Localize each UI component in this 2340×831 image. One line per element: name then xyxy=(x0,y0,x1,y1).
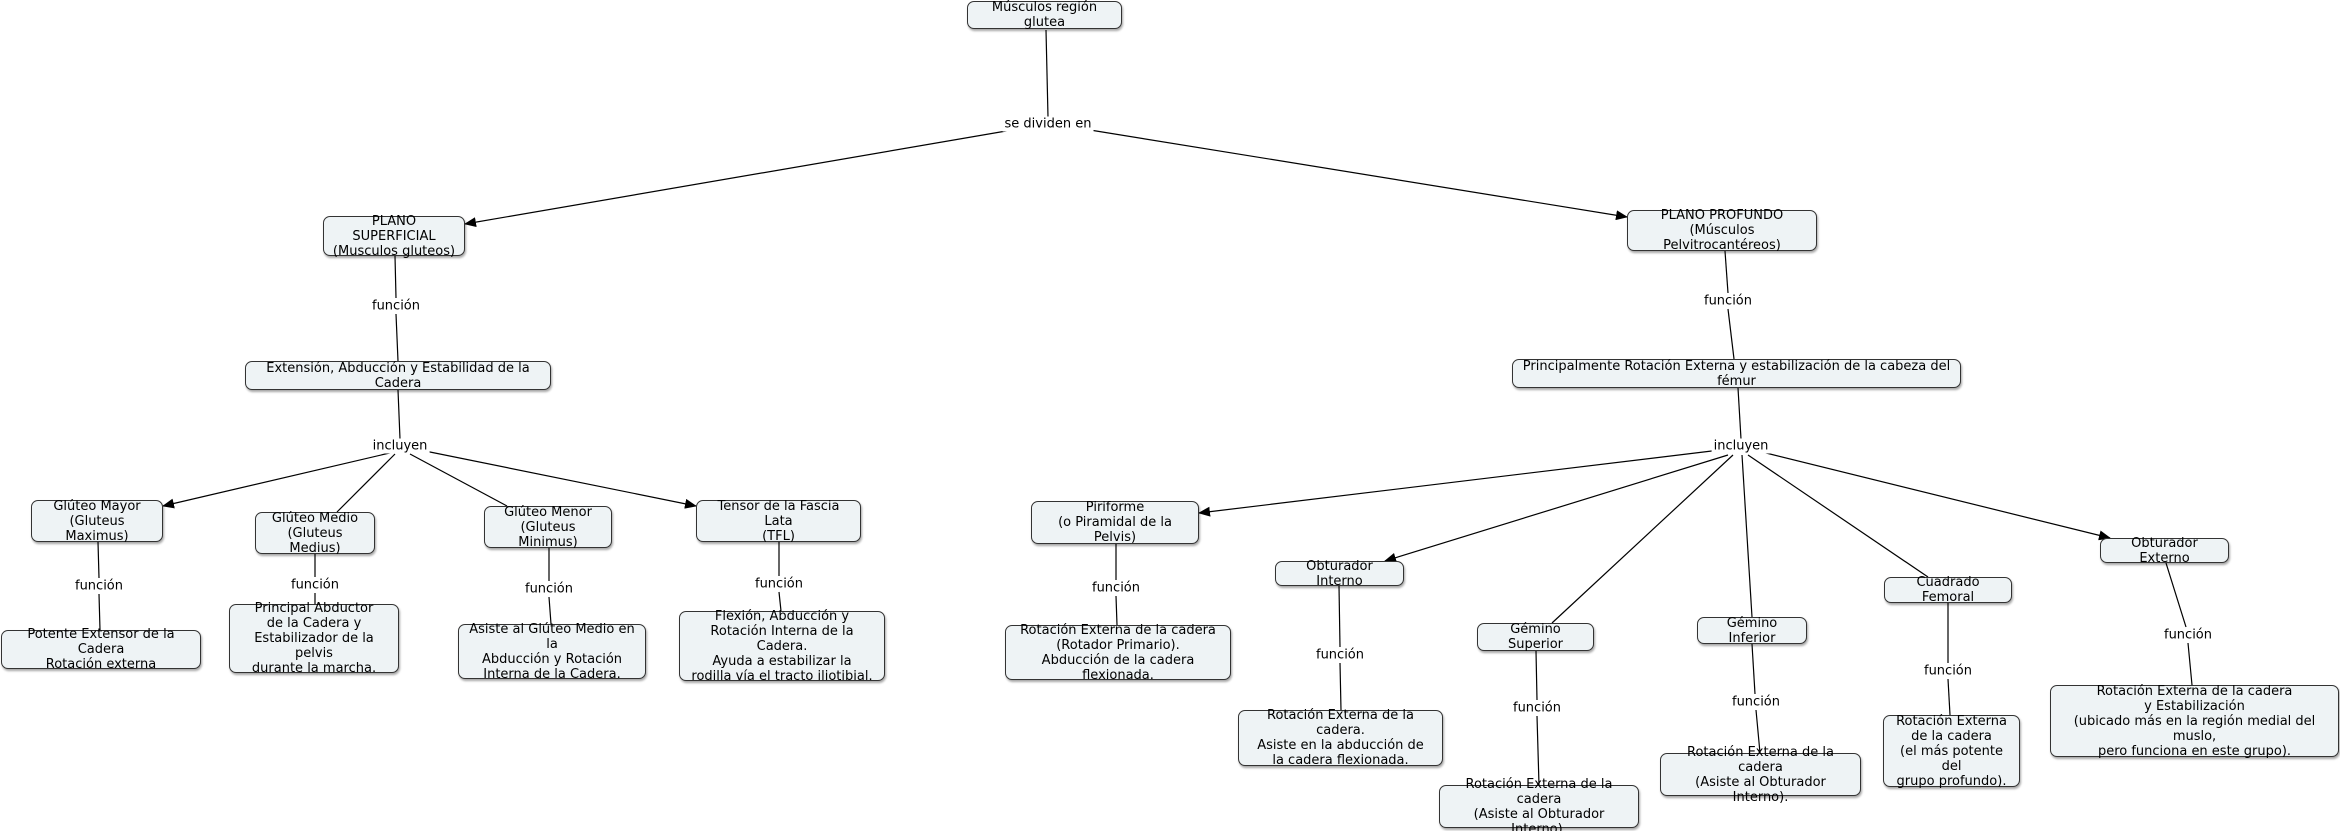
node-gemino-inferior-funcion[interactable]: Rotación Externa de la cadera (Asiste al… xyxy=(1660,745,1861,805)
node-gluteo-medio-funcion[interactable]: Principal Abductor de la Cadera y Estabi… xyxy=(229,601,399,676)
node-funcion-superficial[interactable]: Extensión, Abducción y Estabilidad de la… xyxy=(245,361,551,391)
edge-gluteomayor-funcion xyxy=(97,541,100,579)
edge-incluyen-cuadradofemoral xyxy=(1747,454,1929,578)
label-funcion-piriforme: función xyxy=(1089,580,1143,596)
edge-funcion-funcionprofundo xyxy=(1727,308,1735,360)
edge-obturadorexterno-funcion xyxy=(2165,562,2187,628)
edge-funcion-obturadorexternofn xyxy=(2187,642,2193,686)
edge-incluyen-geminoinferior xyxy=(1741,454,1753,618)
label-funcion-gluteo-medio: función xyxy=(288,577,342,593)
node-gluteo-mayor[interactable]: Glúteo Mayor (Gluteus Maximus) xyxy=(31,499,163,544)
node-obturador-externo-funcion[interactable]: Rotación Externa de la cadera y Estabili… xyxy=(2050,684,2339,759)
node-piriforme-funcion[interactable]: Rotación Externa de la cadera (Rotador P… xyxy=(1005,623,1231,683)
node-gemino-superior-funcion[interactable]: Rotación Externa de la cadera (Asiste al… xyxy=(1439,777,1639,831)
node-gluteo-menor[interactable]: Glúteo Menor (Gluteus Minimus) xyxy=(484,505,612,550)
edge-incluyen-obturadorexterno xyxy=(1761,451,2111,541)
edge-profundo-funcion xyxy=(1724,250,1729,294)
edge-funcion-gluteomayorfn xyxy=(98,593,101,631)
label-funcion-superficial: función xyxy=(369,298,423,314)
edge-funcionsuperficial-incluyen xyxy=(397,389,401,440)
edge-funcion-geminoinferiorfn xyxy=(1755,709,1761,754)
edge-incluyen-obturadorinterno xyxy=(1384,454,1729,563)
edge-incluyen-piriforme xyxy=(1198,449,1721,517)
edge-root-sedividen xyxy=(1045,29,1049,118)
node-funcion-profundo[interactable]: Principalmente Rotación Externa y estabi… xyxy=(1512,359,1961,389)
node-plano-superficial[interactable]: PLANO SUPERFICIAL (Musculos gluteos) xyxy=(323,214,465,259)
edge-funcion-piriformefn xyxy=(1115,595,1118,626)
node-obturador-externo[interactable]: Obturador Externo xyxy=(2100,536,2229,566)
edge-funcion-geminosuperiorfn xyxy=(1536,715,1540,786)
edge-incluyen-geminosuperior xyxy=(1551,454,1734,624)
edge-incluyen-gluteomedio xyxy=(336,453,396,513)
node-obturador-interno[interactable]: Obturador Interno xyxy=(1275,559,1404,589)
node-plano-profundo[interactable]: PLANO PROFUNDO (Músculos Pelvitrocantére… xyxy=(1627,208,1817,253)
node-gluteo-medio[interactable]: Glúteo Medio (Gluteus Medius) xyxy=(255,511,375,556)
node-cuadrado-femoral-funcion[interactable]: Rotación Externa de la cadera (el más po… xyxy=(1883,714,2020,789)
label-funcion-tfl: función xyxy=(752,576,806,592)
edge-incluyen-gluteomenor xyxy=(409,453,508,507)
edge-incluyen-tfl xyxy=(424,450,697,509)
node-obturador-interno-funcion[interactable]: Rotación Externa de la cadera. Asiste en… xyxy=(1238,708,1443,768)
edge-geminosuperior-funcion xyxy=(1535,650,1538,701)
label-funcion-obturador-externo: función xyxy=(2161,627,2215,643)
label-incluyen-profundo: incluyen xyxy=(1711,438,1771,454)
label-funcion-gluteo-menor: función xyxy=(522,581,576,597)
node-cuadrado-femoral[interactable]: Cuadrado Femoral xyxy=(1884,575,2012,605)
label-funcion-gluteo-mayor: función xyxy=(72,578,126,594)
edge-funcionprofundo-incluyen xyxy=(1737,387,1742,440)
node-gluteo-menor-funcion[interactable]: Asiste al Glúteo Medio en la Abducción y… xyxy=(458,622,646,682)
edge-obturadorinterno-funcion xyxy=(1338,585,1341,648)
label-funcion-profundo: función xyxy=(1701,293,1755,309)
edge-incluyen-gluteomayor xyxy=(162,451,395,509)
edge-sedividen-superficial xyxy=(464,129,1013,228)
edge-superficial-funcion xyxy=(394,255,397,299)
label-funcion-gemino-superior: función xyxy=(1510,700,1564,716)
node-root[interactable]: Músculos región glutea xyxy=(967,0,1122,30)
node-gemino-superior[interactable]: Gémino Superior xyxy=(1477,622,1594,652)
node-piriforme[interactable]: Piriforme (o Piramidal de la Pelvis) xyxy=(1031,500,1199,545)
edge-sedividen-profundo xyxy=(1089,129,1628,221)
node-gluteo-mayor-funcion[interactable]: Potente Extensor de la Cadera Rotación e… xyxy=(1,627,201,672)
edge-funcion-gluteomenorfn xyxy=(548,596,552,625)
label-funcion-cuadrado-femoral: función xyxy=(1921,663,1975,679)
edge-funcion-tflfn xyxy=(778,591,782,612)
edge-funcion-funcionsuperficial xyxy=(395,313,399,362)
edge-geminoinferior-funcion xyxy=(1751,643,1756,695)
label-funcion-gemino-inferior: función xyxy=(1729,694,1783,710)
label-funcion-obturador-interno: función xyxy=(1313,647,1367,663)
label-se-dividen-en: se dividen en xyxy=(1002,116,1094,132)
edge-funcion-obturadorinternofn xyxy=(1339,662,1342,711)
node-tfl-funcion[interactable]: Flexión, Abducción y Rotación Interna de… xyxy=(679,609,885,684)
label-incluyen-superficial: incluyen xyxy=(370,438,430,454)
edge-funcion-cuadradofemoralfn xyxy=(1947,678,1951,716)
node-gemino-inferior[interactable]: Gémino Inferior xyxy=(1697,616,1807,646)
node-tfl[interactable]: Tensor de la Fascia Lata (TFL) xyxy=(696,499,861,544)
